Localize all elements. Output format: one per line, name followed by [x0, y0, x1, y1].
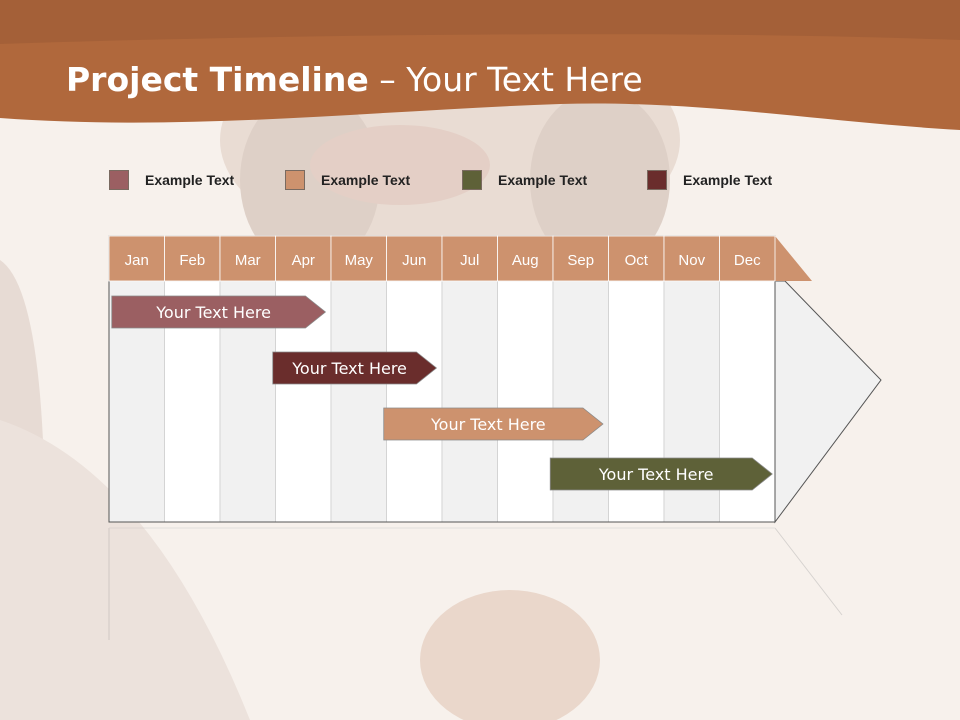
arrow-header-cap: [775, 236, 812, 281]
month-header-cell: [441, 235, 498, 282]
month-label-may: May: [345, 252, 374, 269]
reflection-diagonal-edge: [774, 527, 843, 616]
month-header-cell: [608, 235, 665, 282]
month-label-jul: Jul: [460, 252, 479, 269]
task-bar-2: [272, 351, 438, 385]
month-label-oct: Oct: [625, 252, 649, 269]
legend-label-2: Example Text: [321, 172, 411, 188]
month-header-row: Jan Feb Mar Apr May Jun Jul Aug Sep Oct Nov Dec: [108, 235, 776, 282]
legend-label-1: Example Text: [145, 172, 235, 188]
task-bar-label-3: Your Text Here: [430, 415, 546, 434]
month-header-cell: [330, 235, 387, 282]
task-bar-label-2: Your Text Here: [291, 359, 407, 378]
title-rest: – Your Text Here: [368, 60, 643, 99]
month-column-may: [330, 280, 387, 523]
legend-swatch-2: [285, 170, 305, 190]
task-bar-label-4: Your Text Here: [598, 465, 714, 484]
legend-swatch-4: [647, 170, 667, 190]
legend-swatch-1: [109, 170, 129, 190]
month-header-cell: [164, 235, 221, 282]
timeline-arrow: [774, 236, 882, 524]
month-column-jul: [441, 280, 498, 523]
legend-label-3: Example Text: [498, 172, 588, 188]
month-column-aug: [497, 280, 554, 523]
month-header-cell: [108, 235, 165, 282]
month-header-cell: [719, 235, 776, 282]
month-header-cell: [386, 235, 443, 282]
month-label-nov: Nov: [678, 252, 705, 269]
month-label-sep: Sep: [567, 252, 594, 269]
arrow-head: [774, 280, 882, 524]
month-label-jan: Jan: [125, 252, 149, 269]
month-label-jun: Jun: [402, 252, 426, 269]
timeline-reflection: [108, 527, 843, 640]
legend-swatch-3: [462, 170, 482, 190]
task-bar-3: [383, 407, 604, 441]
month-label-feb: Feb: [179, 252, 205, 269]
month-label-apr: Apr: [292, 252, 315, 269]
slide-title: Project Timeline – Your Text Here: [66, 60, 643, 99]
month-header-cell: [219, 235, 276, 282]
month-column-jun: [386, 280, 443, 523]
month-header-cell: [552, 235, 609, 282]
task-bar-label-1: Your Text Here: [155, 303, 271, 322]
legend-label-4: Example Text: [683, 172, 773, 188]
title-bold: Project Timeline: [66, 60, 369, 99]
month-header-cell: [275, 235, 332, 282]
month-label-dec: Dec: [734, 252, 761, 269]
task-bar-1: [111, 295, 327, 329]
month-header-cell: [663, 235, 720, 282]
task-bar-4: [549, 457, 773, 491]
month-label-mar: Mar: [235, 252, 261, 269]
month-label-aug: Aug: [512, 252, 539, 269]
